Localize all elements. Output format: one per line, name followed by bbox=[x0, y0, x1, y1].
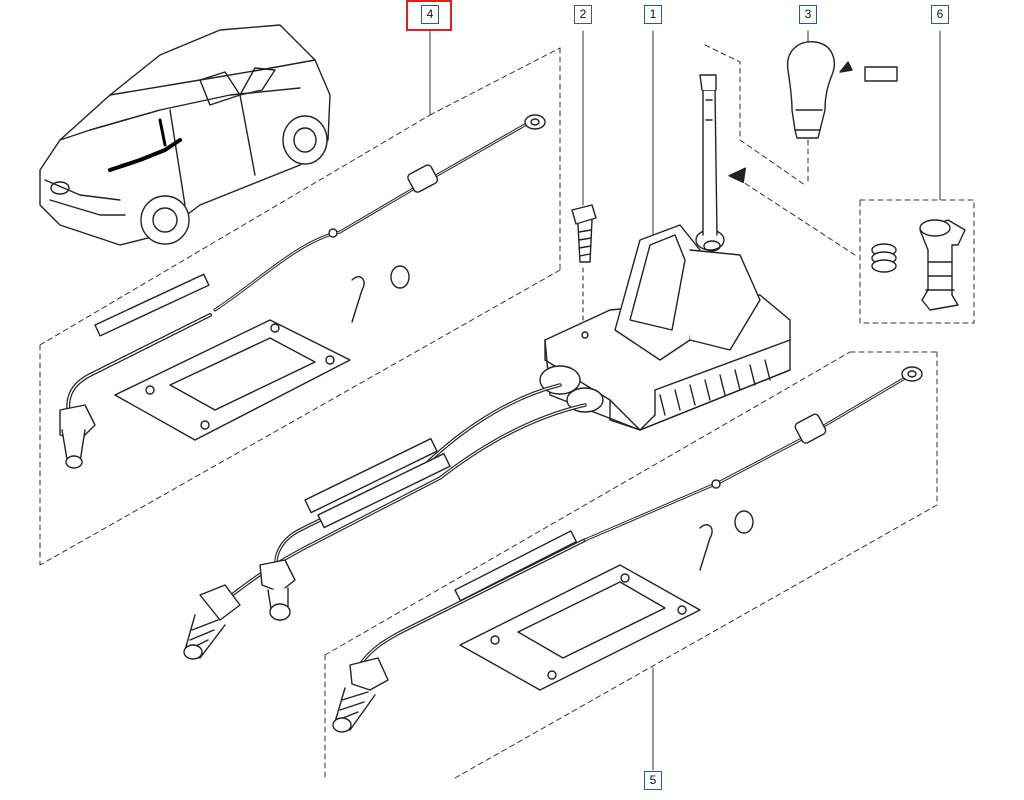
callout-4[interactable]: 4 bbox=[421, 5, 439, 24]
boot-box-item-6 bbox=[859, 199, 975, 324]
callout-5[interactable]: 5 bbox=[644, 771, 662, 790]
callout-2[interactable]: 2 bbox=[574, 5, 592, 24]
selected-callout-highlight bbox=[406, 0, 452, 31]
car-illustration bbox=[39, 24, 331, 246]
gear-lever-housing-item-1 bbox=[539, 74, 791, 431]
bolt-item-2 bbox=[571, 204, 597, 326]
cable-assembly-item-4 bbox=[59, 114, 546, 469]
gear-knob-item-3 bbox=[786, 41, 898, 139]
knob-guide bbox=[704, 44, 856, 256]
lever-base-ring bbox=[703, 240, 721, 252]
arrow-to-lever bbox=[728, 167, 747, 184]
callout-1[interactable]: 1 bbox=[644, 5, 662, 24]
central-cables bbox=[183, 383, 587, 660]
dashed-box-item-5 bbox=[324, 351, 938, 779]
dashed-box-item-4 bbox=[39, 47, 561, 566]
callout-3[interactable]: 3 bbox=[799, 5, 817, 24]
gasket-plate-item-4 bbox=[114, 319, 351, 441]
gasket-plate-item-5 bbox=[459, 564, 701, 691]
cable-assembly-item-5 bbox=[332, 366, 923, 733]
callout-6[interactable]: 6 bbox=[931, 5, 949, 24]
